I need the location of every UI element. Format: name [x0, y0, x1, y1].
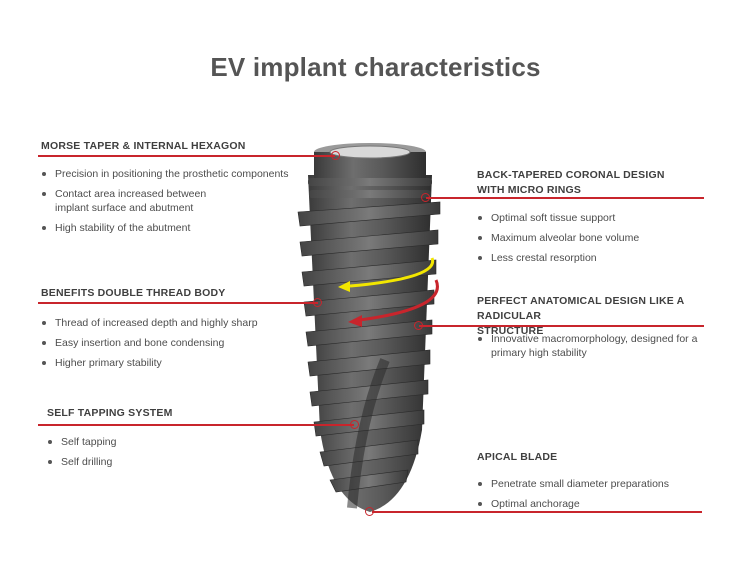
connector-line-double-thread [38, 302, 318, 304]
heading-apical-blade: APICAL BLADE [477, 451, 558, 463]
connector-line-self-tapping [38, 424, 354, 426]
implant-hex-opening [329, 145, 411, 159]
micro-ring [308, 178, 432, 186]
list-item: Contact area increased between implant s… [41, 187, 235, 215]
heading-line: BACK-TAPERED CORONAL DESIGN [477, 169, 665, 181]
list-item: Precision in positioning the prosthetic … [41, 167, 311, 181]
red-arrow [359, 279, 439, 322]
list-item: Easy insertion and bone condensing [41, 336, 301, 350]
list-item: Thread of increased depth and highly sha… [41, 316, 301, 330]
connector-line-back-tapered [426, 197, 704, 199]
list-item: Optimal soft tissue support [477, 211, 717, 225]
marker-morse [331, 151, 340, 160]
list-item: Optimal anchorage [477, 497, 717, 511]
list-item: Maximum alveolar bone volume [477, 231, 717, 245]
page-title: EV implant characteristics [210, 52, 541, 82]
heading-back-tapered: BACK-TAPERED CORONAL DESIGN WITH MICRO R… [477, 168, 665, 198]
connector-line-anatomical [419, 325, 704, 327]
list-item: Higher primary stability [41, 356, 301, 370]
heading-line: PERFECT ANATOMICAL DESIGN LIKE A RADICUL… [477, 295, 685, 322]
heading-double-thread: BENEFITS DOUBLE THREAD BODY [41, 287, 226, 299]
list-double-thread: Thread of increased depth and highly sha… [41, 316, 301, 376]
list-item: Self drilling [47, 455, 247, 469]
marker-double-thread [313, 298, 322, 307]
list-item: Less crestal resorption [477, 251, 717, 265]
heading-self-tapping: SELF TAPPING SYSTEM [47, 407, 173, 419]
marker-self-tapping [350, 420, 359, 429]
list-item: High stability of the abutment [41, 221, 311, 235]
heading-anatomical: PERFECT ANATOMICAL DESIGN LIKE A RADICUL… [477, 294, 751, 339]
micro-ring [309, 190, 431, 198]
implant-threads [297, 201, 441, 493]
heading-line: WITH MICRO RINGS [477, 184, 582, 196]
list-item: Innovative macromorphology, designed for… [477, 332, 707, 360]
marker-anatomical [414, 321, 423, 330]
list-item: Self tapping [47, 435, 247, 449]
list-apical-blade: Penetrate small diameter preparations Op… [477, 477, 717, 517]
heading-morse-taper: MORSE TAPER & INTERNAL HEXAGON [41, 140, 246, 152]
list-morse-taper: Precision in positioning the prosthetic … [41, 167, 311, 241]
list-anatomical: Innovative macromorphology, designed for… [477, 332, 707, 366]
marker-back-tapered [421, 193, 430, 202]
cutting-groove [347, 358, 390, 509]
red-arrowhead [348, 315, 362, 327]
list-back-tapered: Optimal soft tissue support Maximum alve… [477, 211, 717, 271]
connector-line-apical [372, 511, 702, 513]
heading-line: STRUCTURE [477, 325, 544, 337]
marker-apical [365, 507, 374, 516]
connector-line-morse [38, 155, 335, 157]
implant-illustration [297, 143, 441, 512]
list-item: Penetrate small diameter preparations [477, 477, 717, 491]
list-self-tapping: Self tapping Self drilling [47, 435, 247, 475]
yellow-arrowhead [338, 281, 350, 292]
yellow-arrow [349, 257, 435, 288]
